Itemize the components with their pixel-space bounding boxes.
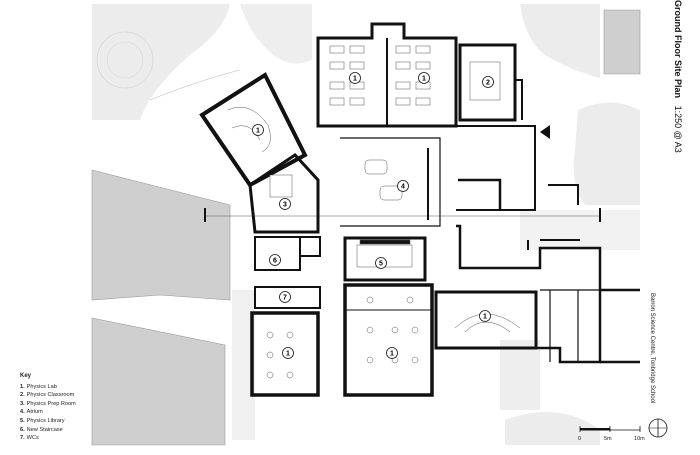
svg-text:4: 4 — [401, 184, 405, 191]
key-item: 1.Physics Lab — [20, 383, 57, 390]
drawing-subtitle: Barron Science Centre, Tonbridge School — [649, 293, 655, 404]
svg-text:3: 3 — [283, 202, 287, 209]
svg-text:1: 1 — [353, 76, 357, 83]
room-marker-lab-north-b: 1 — [418, 72, 430, 84]
room-marker-lab-east: 1 — [479, 310, 491, 322]
room-marker-prep-room: 3 — [279, 198, 291, 210]
scale-label-0: 0 — [578, 436, 582, 442]
key-item: 6.New Staircase — [20, 426, 63, 433]
entrance-arrow-icon — [540, 125, 550, 139]
key-heading: Key — [20, 373, 32, 379]
svg-text:7: 7 — [283, 295, 287, 302]
drawing-title-main: Ground Floor Site Plan — [673, 0, 683, 99]
svg-text:5: 5 — [379, 261, 383, 268]
room-marker-library: 5 — [375, 257, 387, 269]
key-item: 2.Physics Classroom — [20, 392, 75, 399]
north-arrow-icon — [648, 418, 668, 438]
context-buildings — [91, 9, 641, 446]
svg-text:6: 6 — [273, 258, 277, 265]
drawing-title: Ground Floor Site Plan 1:250 @ A3 — [669, 0, 683, 153]
drawing-title-scale: 1:250 @ A3 — [673, 105, 683, 153]
landscape — [92, 4, 640, 445]
room-marker-classroom: 2 — [482, 76, 494, 88]
svg-text:1: 1 — [483, 314, 487, 321]
key-item: 5.Physics Library — [20, 417, 65, 424]
key-item: 4.Atrium — [20, 409, 43, 416]
svg-text:1: 1 — [256, 128, 260, 135]
lab-benches — [227, 45, 521, 379]
room-marker-staircase: 6 — [269, 254, 281, 266]
room-marker-lab-octagon: 1 — [252, 124, 264, 136]
room-marker-lab-north-a: 1 — [349, 72, 361, 84]
key-item: 7.WCs — [20, 435, 39, 442]
svg-text:1: 1 — [286, 351, 290, 358]
svg-text:1: 1 — [390, 351, 394, 358]
building-walls — [199, 22, 640, 397]
room-markers: 1 1 2 1 3 4 5 6 7 1 1 1 — [252, 72, 494, 359]
svg-text:2: 2 — [486, 80, 490, 87]
room-marker-atrium: 4 — [397, 180, 409, 192]
svg-text:1: 1 — [422, 76, 426, 83]
room-marker-lab-southwest: 1 — [282, 347, 294, 359]
room-marker-wcs: 7 — [279, 291, 291, 303]
scale-label-10m: 10m — [634, 436, 645, 442]
scale-bar — [579, 426, 641, 432]
scale-label-5m: 5m — [604, 436, 612, 442]
key-item: 3.Physics Prep Room — [20, 400, 76, 407]
legend-key: Key 1.Physics Lab 2.Physics Classroom 3.… — [20, 372, 76, 443]
room-marker-lab-south: 1 — [386, 347, 398, 359]
